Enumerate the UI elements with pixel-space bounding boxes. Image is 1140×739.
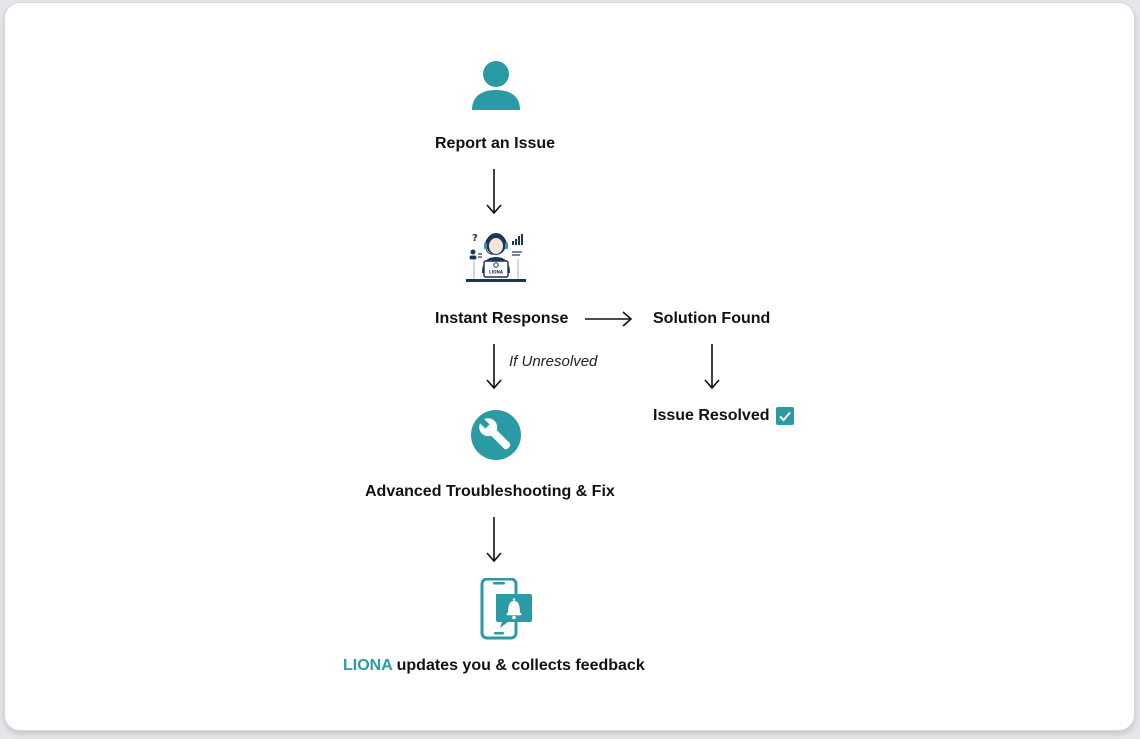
arrow-advanced-to-liona: [486, 517, 502, 563]
diagram-card: [4, 2, 1135, 731]
checkbox-checked-icon: [776, 407, 794, 425]
user-icon: [472, 61, 520, 110]
support-agent-icon: ? LIONA: [466, 233, 526, 282]
phone-notification-icon: [480, 578, 532, 640]
report-issue-label: Report an Issue: [435, 135, 556, 152]
liona-update-label: LIONA updates you & collects feedback: [343, 656, 645, 676]
liona-update-text: updates you & collects feedback: [392, 657, 645, 674]
liona-brand: LIONA: [343, 657, 393, 674]
wrench-icon: [471, 410, 521, 460]
arrow-instant-to-advanced: [486, 344, 502, 390]
if-unresolved-label: If Unresolved: [509, 353, 598, 370]
svg-text:?: ?: [472, 233, 478, 244]
arrow-instant-to-solution: [585, 311, 633, 327]
arrow-report-to-instant: [486, 169, 502, 215]
svg-text:LIONA: LIONA: [489, 270, 504, 275]
instant-response-label: Instant Response: [435, 310, 569, 327]
advanced-troubleshooting-label: Advanced Troubleshooting & Fix: [365, 483, 615, 500]
arrow-solution-to-resolved: [704, 344, 720, 390]
issue-resolved-label: Issue Resolved: [653, 407, 770, 424]
solution-found-label: Solution Found: [653, 310, 771, 327]
